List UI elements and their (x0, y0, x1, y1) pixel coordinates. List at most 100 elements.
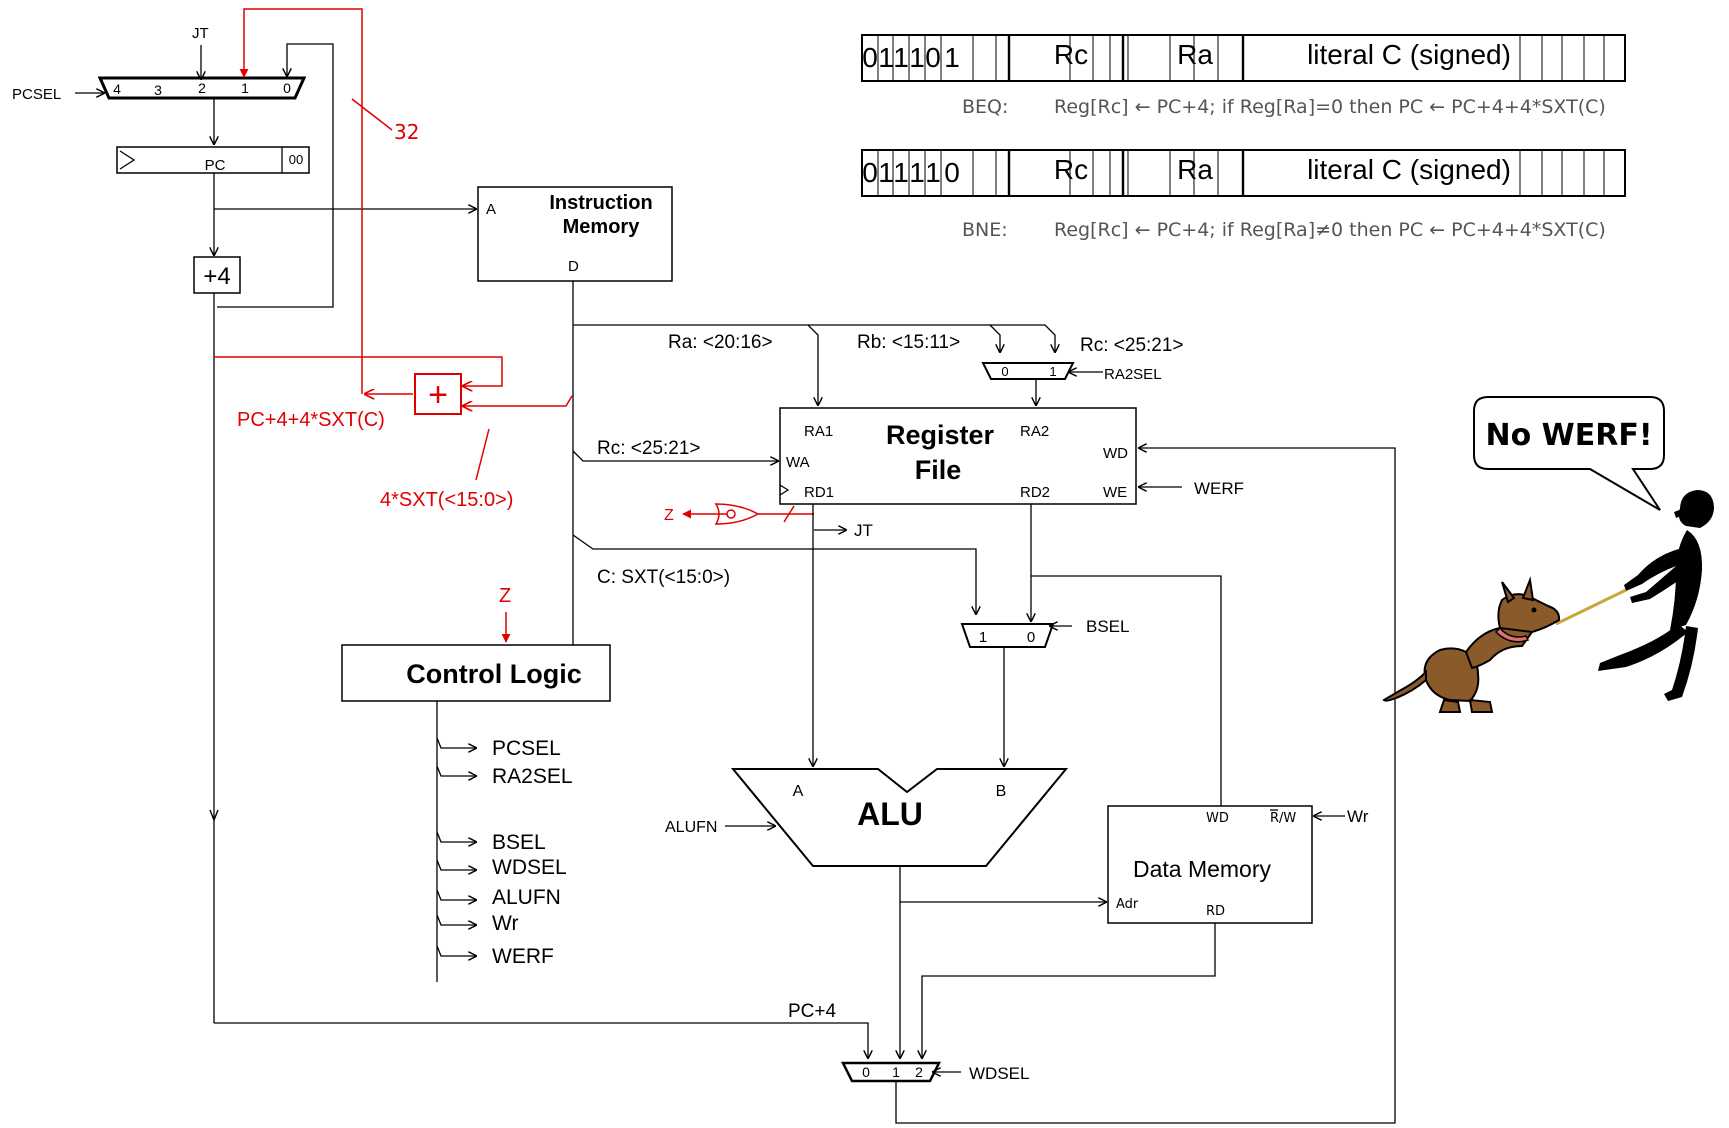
bus-width-label: 32 (394, 120, 419, 144)
regfile-port-wd: WD (1103, 445, 1128, 462)
dmem-port-wd: WD (1206, 811, 1229, 826)
beq-op-bit-2: 1 (893, 42, 909, 73)
regfile-port-we: WE (1103, 484, 1127, 501)
pc-mux-jt-label: JT (192, 25, 209, 42)
speech-text: No WERF! (1485, 418, 1652, 453)
ra2sel-mux: 0 1 RA2SEL (981, 362, 1162, 405)
ctrl-out-bsel: BSEL (492, 831, 546, 854)
beq-op-bit-0: 0 (862, 42, 878, 73)
pc-wires: PC+4 (209, 43, 868, 1058)
regfile-port-ra2: RA2 (1020, 423, 1049, 440)
dmem-port-rw: R/W (1270, 811, 1296, 826)
z-logic: Z JT (664, 503, 873, 540)
control-logic: Control Logic Z PCSEL RA2SEL BSEL WDSEL … (341, 585, 611, 982)
z-output-label: Z (664, 507, 674, 524)
regfile-port-ra1: RA1 (804, 423, 833, 440)
wdsel-label: WDSEL (969, 1064, 1029, 1083)
bne-op-bit-3: 1 (909, 157, 925, 188)
instruction-memory: Instruction Memory A D (477, 186, 673, 282)
ra2sel-input-1: 1 (1049, 364, 1056, 379)
pcsel-input-0: 0 (283, 80, 291, 96)
bsel-input-1: 1 (979, 629, 987, 646)
beq-field-literal: literal C (signed) (1307, 39, 1511, 70)
regfile-port-rd2: RD2 (1020, 484, 1050, 501)
bsel-mux: 1 0 BSEL (960, 617, 1129, 648)
field-rb-label: Rb: <15:11> (857, 332, 960, 353)
speech-bubble (1473, 396, 1665, 511)
pc4-label: PC+4 (788, 1001, 836, 1022)
beq-op-bit-1: 1 (878, 42, 894, 73)
cartoon-illustration: No WERF! (1382, 396, 1714, 713)
field-rc-wa-label: Rc: <25:21> (597, 438, 701, 459)
pc-register: PC 00 (116, 146, 310, 174)
control-z-label: Z (499, 585, 511, 607)
bsel-label: BSEL (1086, 617, 1129, 636)
wdsel-mux: 0 1 2 WDSEL (840, 448, 1396, 1124)
bne-op-bit-4: 1 (925, 157, 941, 188)
pcsel-mux: 4 3 2 1 0 PCSEL JT (12, 25, 307, 103)
bne-op-bit-0: 0 (862, 157, 878, 188)
register-file: Register File RA1 RA2 WA WD RD1 RD2 WE W… (779, 407, 1244, 505)
bne-field-rc: Rc (1054, 154, 1088, 185)
wdsel-input-0: 0 (862, 1064, 870, 1080)
bne-format-table: 0 1 1 1 1 0 Rc Ra literal C (signed) BNE… (861, 149, 1626, 241)
alu-fn-label: ALUFN (665, 819, 717, 836)
regfile-output-wires (813, 504, 1222, 806)
pcsel-input-4: 4 (113, 81, 121, 97)
branch-adder-label: + (428, 376, 448, 414)
dog-figure (1382, 576, 1561, 713)
dmem-port-adr: Adr (1116, 897, 1139, 912)
pcsel-input-2: 2 (198, 80, 206, 96)
branch-path: 32 + PC+4+4*SXT(C) 4*SXT(<15:0>) (214, 8, 573, 511)
pcsel-input-1: 1 (241, 80, 249, 96)
dmem-wr-label: Wr (1347, 807, 1369, 826)
ctrl-out-alufn: ALUFN (492, 886, 561, 909)
ctrl-out-wr: Wr (492, 912, 518, 935)
ra2sel-label: RA2SEL (1104, 366, 1162, 383)
imem-title-1: Instruction (549, 192, 652, 214)
branch-offset-label: 4*SXT(<15:0>) (380, 489, 513, 511)
beq-op-bit-3: 1 (909, 42, 925, 73)
imem-port-a: A (486, 201, 496, 218)
dmem-title: Data Memory (1133, 856, 1272, 882)
bne-op-bit-1: 1 (878, 157, 894, 188)
ctrl-out-ra2sel: RA2SEL (492, 765, 573, 788)
pcsel-label: PCSEL (12, 86, 61, 103)
ra2sel-input-0: 0 (1001, 364, 1008, 379)
pc-label: PC (205, 157, 226, 174)
field-ra-label: Ra: <20:16> (668, 332, 773, 353)
wdsel-input-2: 2 (915, 1064, 923, 1080)
field-c-label: C: SXT(<15:0>) (597, 567, 730, 588)
leash (1555, 588, 1627, 626)
imem-port-d: D (568, 258, 579, 275)
data-memory: Data Memory WD R/W Adr RD Wr (922, 805, 1369, 1058)
regfile-port-rd1: RD1 (804, 484, 834, 501)
beq-format-table: 0 1 1 1 0 1 Rc Ra literal C (signed) BEQ… (861, 34, 1626, 118)
regfile-title-1: Register (886, 420, 995, 450)
beq-mnemonic: BEQ: (962, 96, 1008, 118)
alu-port-b: B (996, 783, 1007, 800)
imem-title-2: Memory (563, 216, 641, 238)
z-jt-label: JT (854, 521, 873, 540)
bne-op-bit-5: 0 (944, 157, 960, 188)
field-rc-top-label: Rc: <25:21> (1080, 335, 1184, 356)
ctrl-out-wdsel: WDSEL (492, 856, 567, 879)
alu-label: ALU (857, 796, 923, 832)
beq-description: Reg[Rc] ← PC+4; if Reg[Ra]=0 then PC ← P… (1054, 96, 1606, 118)
bsel-input-0: 0 (1027, 629, 1035, 646)
werf-input-label: WERF (1194, 479, 1244, 498)
control-logic-title: Control Logic (406, 659, 581, 689)
wdsel-input-1: 1 (892, 1064, 900, 1080)
pc-low-bits: 00 (289, 152, 303, 167)
bne-op-bit-2: 1 (893, 157, 909, 188)
ctrl-out-pcsel: PCSEL (492, 737, 561, 760)
bne-mnemonic: BNE: (962, 219, 1008, 241)
branch-output-label: PC+4+4*SXT(C) (237, 409, 385, 431)
bne-field-literal: literal C (signed) (1307, 154, 1511, 185)
beq-field-ra: Ra (1177, 39, 1213, 70)
bne-field-ra: Ra (1177, 154, 1213, 185)
alu: ALU A B ALUFN (665, 768, 1106, 1058)
pcsel-input-3: 3 (154, 82, 162, 98)
